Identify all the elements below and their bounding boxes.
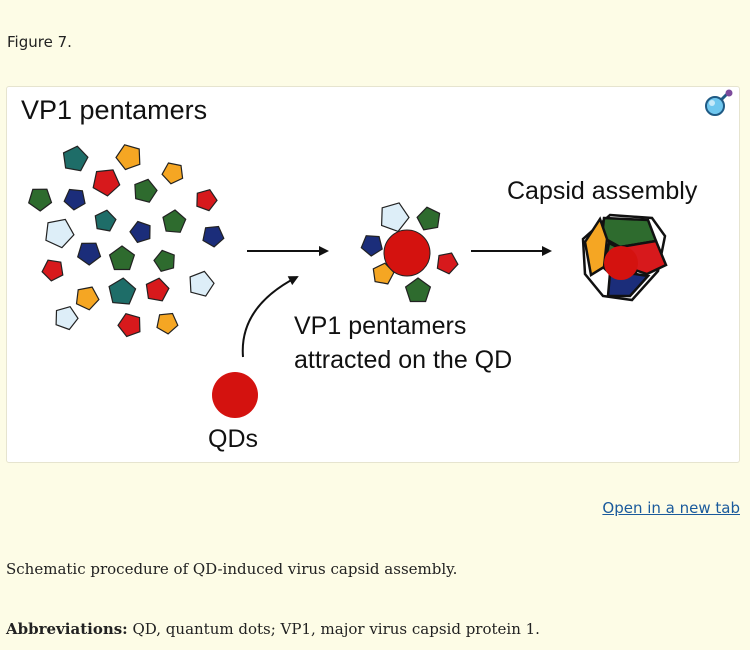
pentamer [202,225,225,248]
pentamer [436,252,459,275]
magnifier-icon [700,88,736,122]
pentamer [63,188,86,211]
pentamer [380,202,410,233]
pentamer [27,188,53,212]
pentamer [145,277,170,302]
abbreviations-label: Abbreviations: [6,620,128,638]
pentamer [108,245,136,271]
pentamer [134,178,158,203]
qd-label: QDs [208,425,258,453]
arrow-qd [241,276,299,358]
capsid [581,213,668,302]
pentamer [45,218,75,249]
pentamer [115,144,141,171]
pentamer [416,206,441,231]
right-title: Capsid assembly [507,177,698,205]
pentamer [162,209,187,233]
qd-core [383,229,431,277]
qd-particle [212,372,258,418]
pentamer [404,277,432,303]
pentamer [189,270,215,297]
pentamer [62,145,89,172]
abbreviations-text: QD, quantum dots; VP1, major virus capsi… [127,620,540,638]
pentamer [360,235,383,257]
figure-label: Figure 7. [7,33,72,51]
abbreviations: Abbreviations: QD, quantum dots; VP1, ma… [6,620,540,638]
figure-image[interactable]: VP1 pentamers Capsid assembly VP1 pentam… [6,86,740,463]
zoom-button[interactable] [700,88,736,122]
pentamer-cluster [27,144,225,338]
middle-label-line1: VP1 pentamers [294,312,466,340]
pentamer [156,312,179,335]
pentamer [94,209,117,232]
pentamer [161,162,184,185]
middle-label-line2: attracted on the QD [294,346,512,374]
pentamer [55,306,79,331]
pentamer [196,189,218,212]
pentamer [153,249,175,272]
pentamer [76,242,102,266]
diagram-svg: VP1 pentamers Capsid assembly VP1 pentam… [21,95,698,453]
pentamer [92,169,121,197]
left-title: VP1 pentamers [21,95,207,125]
pentamer [108,277,137,305]
pentamer [75,286,100,311]
open-in-new-tab-link[interactable]: Open in a new tab [602,499,740,517]
pentamer [41,259,64,282]
figure-caption: Schematic procedure of QD-induced virus … [6,560,458,578]
pentamer [129,220,151,244]
pentamer [117,313,141,338]
